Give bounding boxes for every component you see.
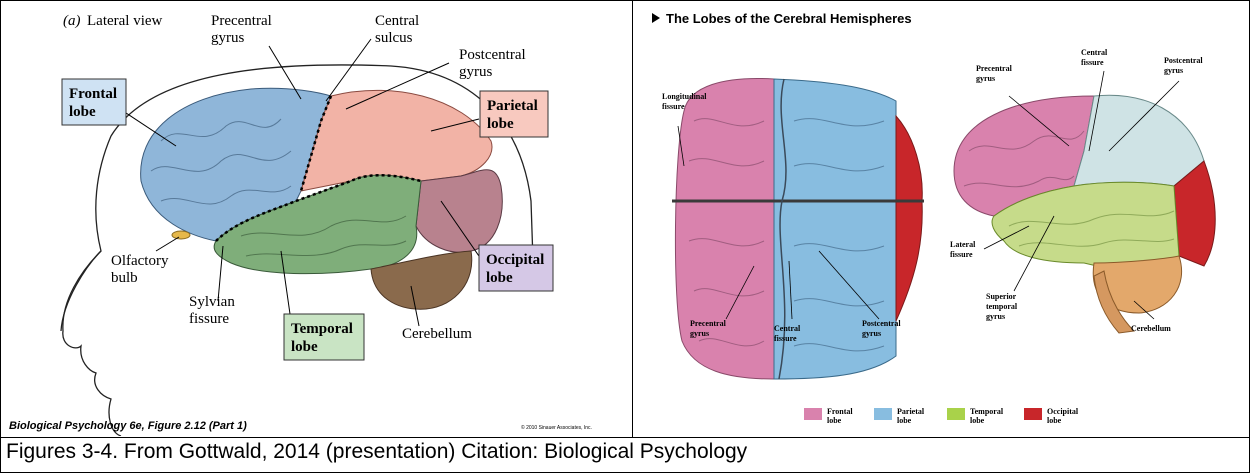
nose-outline — [61, 251, 101, 331]
cerebellum-label: Cerebellum — [402, 326, 472, 342]
right-title: The Lobes of the Cerebral Hemispheres — [666, 11, 912, 26]
legend-swatch-occipital — [1024, 408, 1042, 420]
olfactory-bulb — [172, 231, 190, 239]
top-view-brain — [672, 78, 924, 379]
side-cerebellum-label: Cerebellum — [1131, 324, 1171, 333]
view-label-prefix: (a) — [63, 13, 81, 29]
legend-swatch-frontal — [804, 408, 822, 420]
side-parietal-region — [1074, 95, 1204, 186]
top-occipital-region — [896, 116, 922, 321]
left-footer-copyright: © 2010 Sinauer Associates, Inc. — [521, 424, 592, 431]
legend-swatch-parietal — [874, 408, 892, 420]
title-arrow-icon — [652, 13, 660, 23]
lobes-diagram: The Lobes of the Cerebral Hemispheres — [634, 1, 1248, 436]
view-label: Lateral view — [87, 13, 163, 29]
figure-caption: Figures 3-4. From Gottwald, 2014 (presen… — [6, 440, 747, 464]
legend-swatch-temporal — [947, 408, 965, 420]
occipital-lobe-region — [416, 170, 502, 253]
left-footer-citation: Biological Psychology 6e, Figure 2.12 (P… — [9, 420, 247, 432]
